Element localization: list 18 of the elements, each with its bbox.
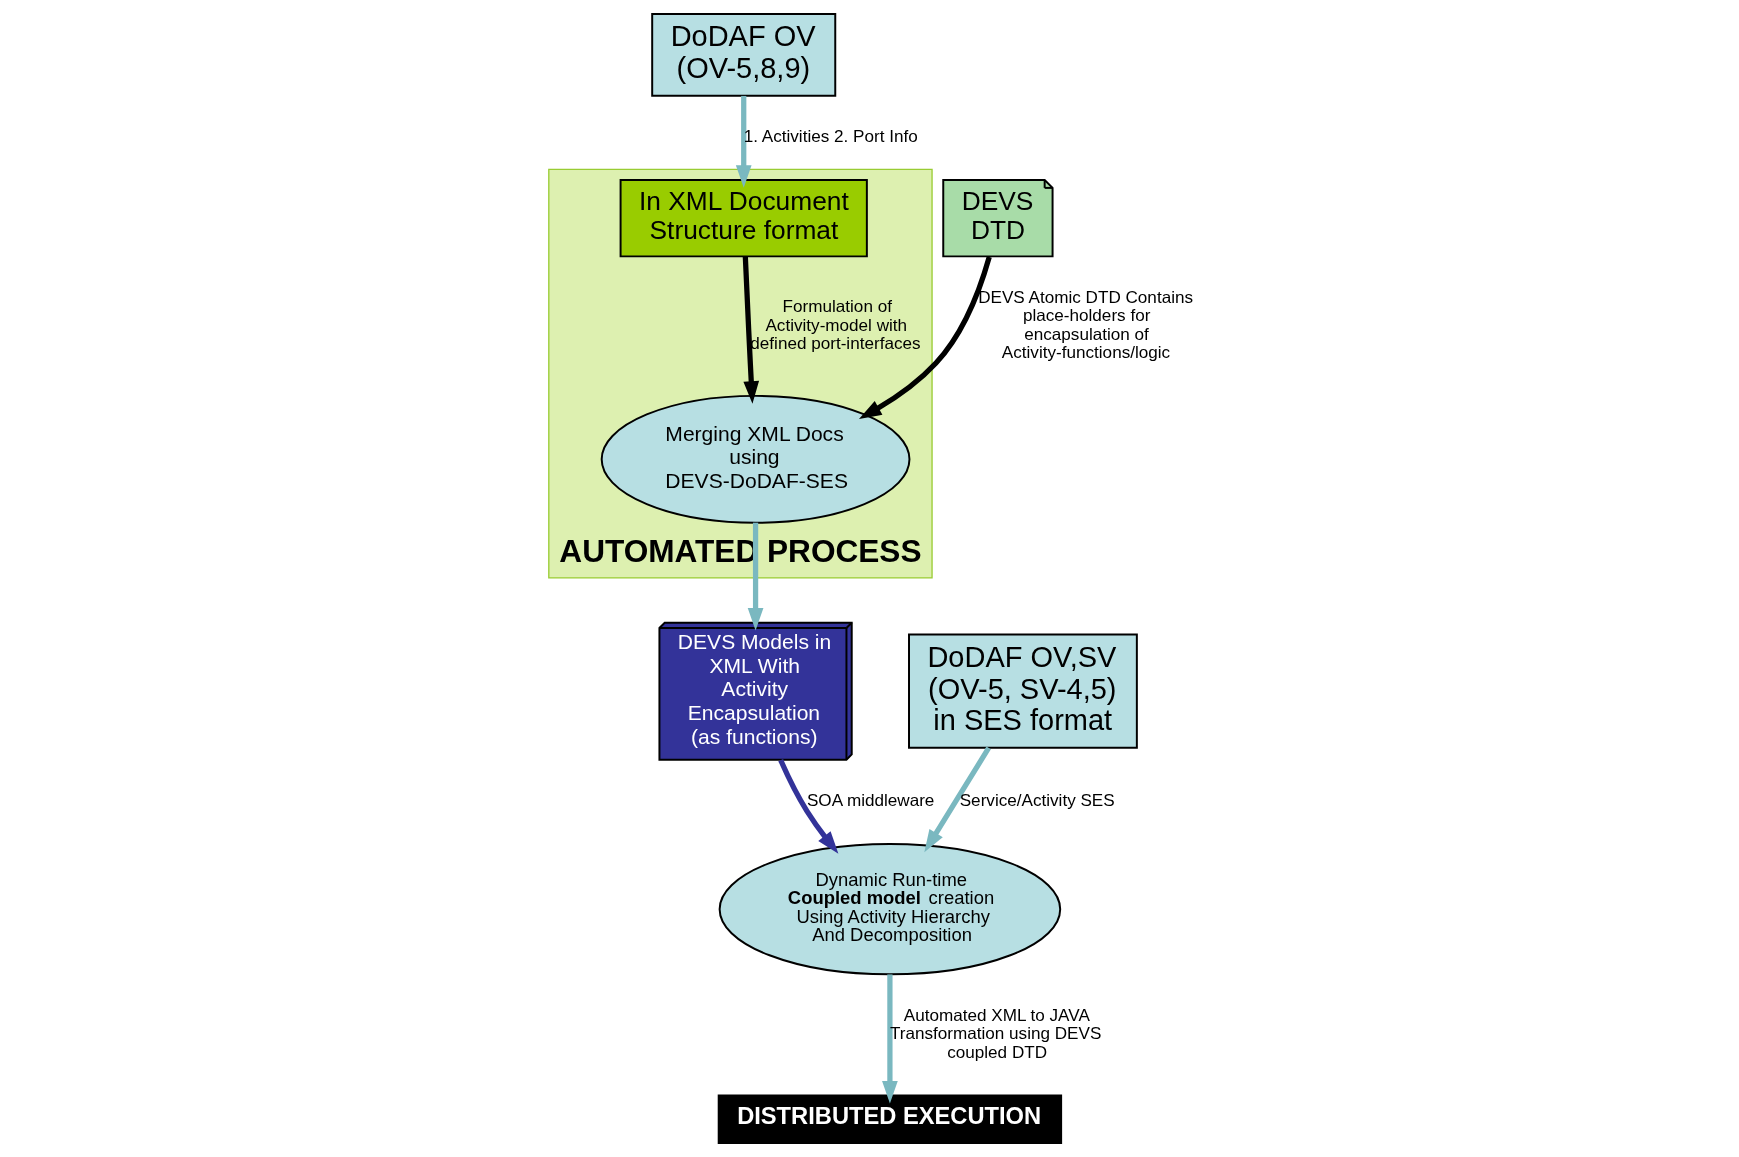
node-box: DoDAF OV,SV (OV-5, SV-4,5) in SES format <box>908 633 1138 749</box>
arrow <box>735 95 752 188</box>
edge-label: 1. Activities 2. Port Info <box>743 127 918 147</box>
arrow <box>859 256 992 419</box>
node-ellipse: Dynamic Run-time Coupled model creation Using Activity Hierarchy And Decomposition <box>718 843 1062 976</box>
arrow <box>882 974 898 1104</box>
arrow <box>778 759 839 854</box>
edge-label: SOA middleware <box>806 791 935 811</box>
arrow <box>924 746 991 853</box>
node-box: DISTRIBUTED EXECUTION <box>717 1094 1063 1144</box>
arrow <box>747 522 764 631</box>
node-box: In XML Document Structure format <box>619 179 868 258</box>
node-box: DoDAF OV (OV-5,8,9) <box>651 13 837 97</box>
edge-label: Automated XML to JAVA Transformation using DEVS coupled DTD <box>889 1005 1102 1062</box>
node-ellipse: Merging XML Docs using DEVS-DoDAF-SES <box>600 394 911 524</box>
edge-label: DEVS Atomic DTD Contains place-holders for encapsulation of Activity-functions/logic <box>978 288 1194 363</box>
edge-label: Service/Activity SES <box>959 791 1115 811</box>
arrow <box>742 256 760 404</box>
